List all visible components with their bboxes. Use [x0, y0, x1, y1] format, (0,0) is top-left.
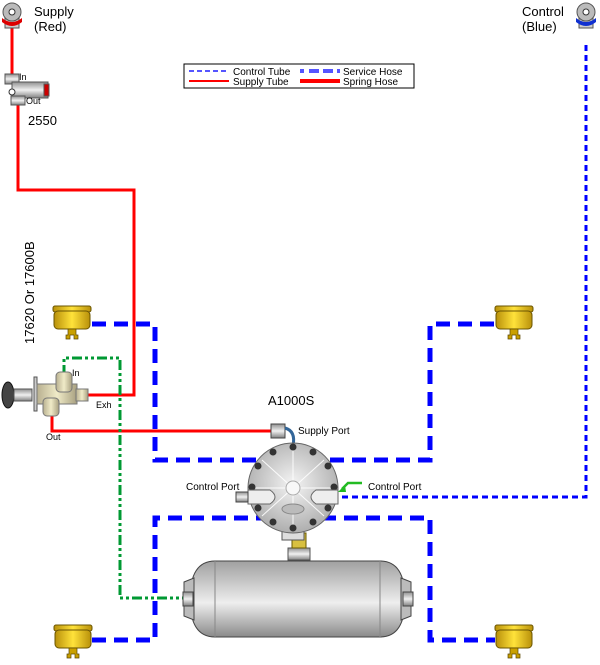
- chamber-body: [54, 629, 92, 649]
- chamber-body: [495, 310, 533, 330]
- supply-port-connector: [270, 423, 286, 439]
- blue-band-icon: [576, 18, 596, 26]
- brake-chamber-front-right[interactable]: [494, 305, 534, 340]
- valve-2550-label: 2550: [28, 113, 57, 128]
- park-valve-in-label: In: [72, 368, 80, 378]
- clevis-icon: [66, 647, 80, 659]
- air-reservoir-tank[interactable]: [182, 532, 414, 638]
- valve-2550-out-label: Out: [26, 96, 41, 106]
- control-glad-hand[interactable]: [576, 2, 596, 29]
- tank-fitting: [287, 547, 311, 561]
- control-port-left-label: Control Port: [186, 482, 240, 493]
- relay-valve-label: A1000S: [268, 393, 315, 408]
- park-knob[interactable]: [1, 381, 15, 409]
- supply-glad-hand[interactable]: [2, 2, 22, 29]
- legend-box: [183, 63, 415, 89]
- valve-stem: [13, 388, 33, 402]
- chamber-body: [495, 629, 533, 649]
- control-port-right-label: Control Port: [368, 482, 422, 493]
- valve-exh-port: [75, 388, 89, 402]
- legend-control-tube-label: Control Tube: [233, 67, 291, 78]
- valve-2550-in-label: In: [19, 72, 27, 82]
- control-port-right-fitting[interactable]: [310, 489, 339, 505]
- tank-body: [189, 560, 406, 638]
- control-label-line1: Control: [522, 4, 564, 19]
- service-hose-segment: [92, 515, 495, 643]
- control-tube-lines: [335, 45, 588, 499]
- clevis-icon: [65, 328, 79, 340]
- valve-out-port: [42, 397, 60, 417]
- relay-center-cap: [285, 480, 301, 496]
- glad-hand-seal: [8, 8, 16, 16]
- relay-bolts: [248, 443, 338, 532]
- legend-spring-hose-label: Spring Hose: [343, 77, 398, 88]
- tank-drain-right: [402, 591, 414, 607]
- clevis-icon: [507, 328, 521, 340]
- valve-in-port: [55, 371, 73, 393]
- supply-tube-segment: [50, 410, 272, 433]
- valve-2550[interactable]: [4, 73, 50, 106]
- control-port-left-connector[interactable]: [235, 491, 249, 503]
- supply-port-label: Supply Port: [298, 426, 350, 437]
- clevis-icon: [507, 647, 521, 659]
- park-valve-label: 17620 Or 17600B: [22, 241, 37, 344]
- park-control-valve[interactable]: [1, 371, 89, 417]
- valve-port-icon: [8, 88, 16, 96]
- brake-chamber-front-left[interactable]: [52, 305, 92, 340]
- glad-hand-seal: [582, 8, 590, 16]
- brake-chamber-rear-left[interactable]: [53, 624, 93, 659]
- legend: Control Tube Service Hose Supply Tube Sp…: [183, 63, 415, 89]
- brake-chamber-rear-right[interactable]: [494, 624, 534, 659]
- control-label-line2: (Blue): [522, 19, 557, 34]
- tank-drain-left: [182, 591, 194, 607]
- legend-service-hose-label: Service Hose: [343, 67, 403, 78]
- supply-label-line2: (Red): [34, 19, 67, 34]
- chamber-body: [53, 310, 91, 330]
- legend-supply-tube-label: Supply Tube: [233, 77, 289, 88]
- control-tube-segment: [335, 45, 588, 499]
- relay-exhaust: [281, 503, 305, 515]
- red-band-icon: [2, 18, 22, 26]
- relay-valve[interactable]: [235, 442, 339, 541]
- control-port-left-fitting: [247, 489, 276, 505]
- park-valve-out-label: Out: [46, 432, 61, 442]
- arrow-head-icon: [338, 485, 346, 492]
- park-valve-exh-label: Exh: [96, 400, 112, 410]
- valve-exhaust-cap: [43, 83, 50, 97]
- valve-outlet: [10, 95, 26, 106]
- supply-label-line1: Supply: [34, 4, 74, 19]
